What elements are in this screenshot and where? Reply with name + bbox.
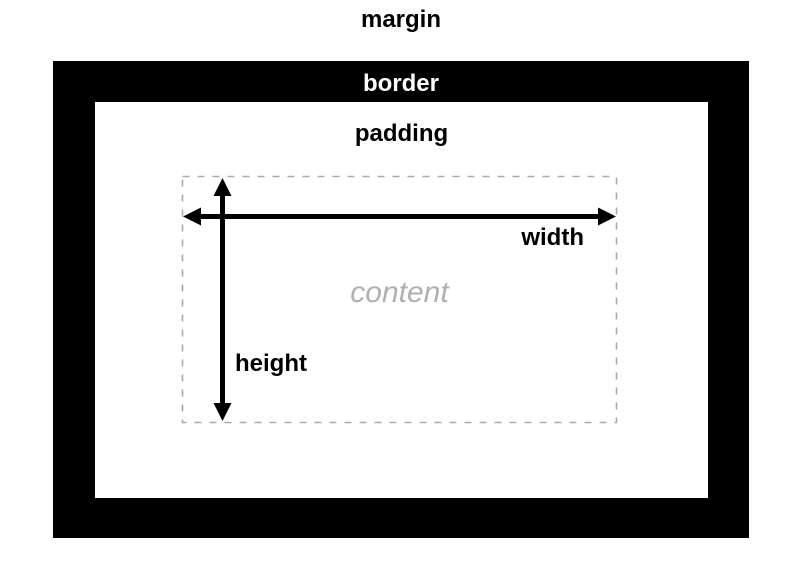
- margin-label: margin: [360, 6, 441, 33]
- padding-label: padding: [354, 120, 449, 147]
- height-label: height: [235, 350, 307, 377]
- width-label: width: [521, 224, 584, 251]
- content-label: content: [350, 276, 449, 309]
- border-label: border: [362, 70, 439, 97]
